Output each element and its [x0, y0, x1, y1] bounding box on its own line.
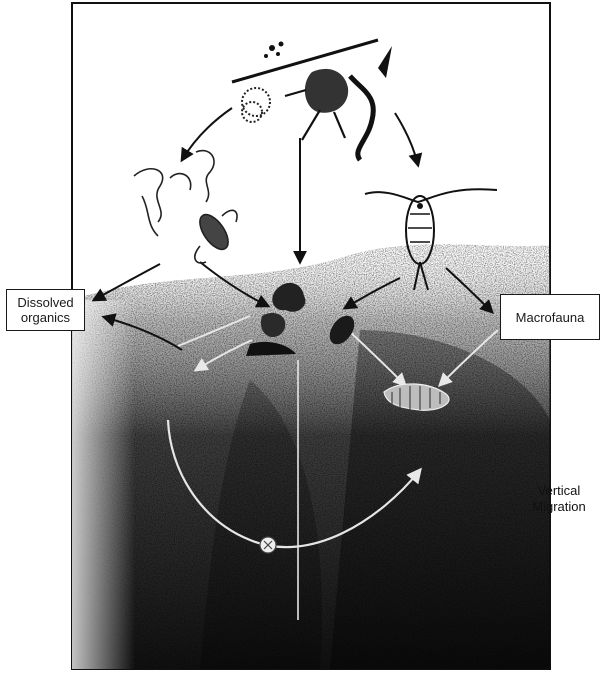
vertical-migration-line1: Vertical: [518, 483, 600, 499]
macrofauna-box: Macrofauna: [500, 294, 600, 340]
vertical-migration-label: Vertical Migration: [518, 483, 600, 515]
macrofauna-label: Macrofauna: [516, 310, 585, 325]
dissolved-organics-box: Dissolved organics: [6, 289, 85, 331]
dissolved-organics-line1: Dissolved: [17, 295, 73, 310]
sediment-texture: [72, 244, 550, 669]
foraminifera-icon: [260, 537, 276, 553]
dissolved-organics-line2: organics: [21, 310, 70, 325]
vertical-migration-line2: Migration: [518, 499, 600, 515]
